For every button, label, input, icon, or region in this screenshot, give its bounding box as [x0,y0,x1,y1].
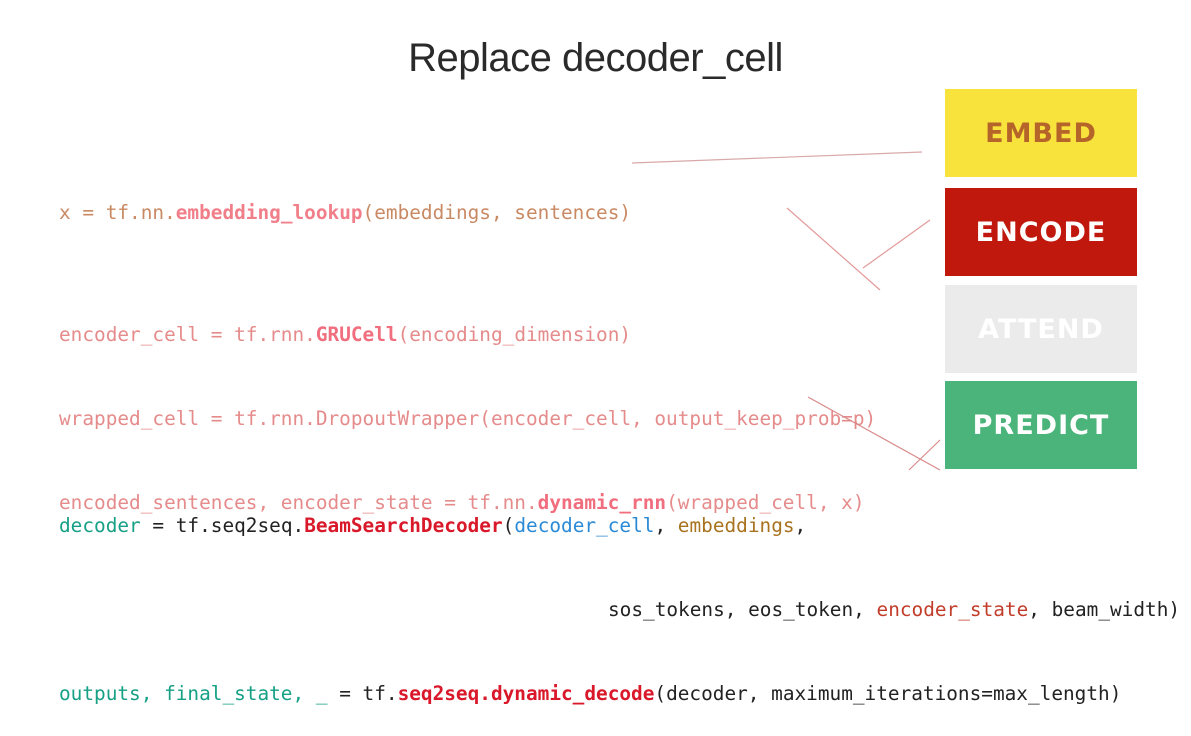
code-function: GRUCell [315,323,398,346]
code-text: encoder_cell = tf.rnn. [59,323,316,346]
encode-connector-lower [786,207,881,291]
code-variable: decoder [59,514,141,537]
code-argument: embeddings [677,514,795,537]
predict-connector-lower [908,439,941,471]
code-line-embed: x = tf.nn.embedding_lookup(embeddings, s… [59,199,631,227]
encode-block: ENCODE [945,188,1137,276]
code-variable: outputs, final_state, _ [59,682,328,705]
code-line-decode-1: decoder = tf.seq2seq.BeamSearchDecoder(d… [59,512,1180,540]
code-text: (embeddings, sentences) [362,201,632,224]
code-text: ( [502,514,515,537]
slide-title: Replace decoder_cell [408,36,783,80]
code-text: = tf. [327,682,398,705]
code-line-encode-2: wrapped_cell = tf.rnn.DropoutWrapper(enc… [59,405,876,433]
code-line-encode-3: encoded_sentences, encoder_state = tf.nn… [59,489,876,517]
code-text: encoded_sentences, encoder_state = tf.nn… [59,491,538,514]
code-line-encode-1: encoder_cell = tf.rnn.GRUCell(encoding_d… [59,321,876,349]
code-function: embedding_lookup [175,201,363,224]
predict-block: PREDICT [945,381,1137,469]
code-text: x = tf.nn. [59,201,176,224]
embed-connector [631,151,923,164]
code-function: seq2seq.dynamic_decode [397,682,655,705]
code-text: = tf.seq2seq. [140,514,305,537]
code-line-decode-2: sos_tokens, eos_token, encoder_state, be… [59,596,1180,624]
code-function: dynamic_rnn [537,491,667,514]
code-line-decode-3: outputs, final_state, _ = tf.seq2seq.dyn… [59,680,1180,708]
encode-connector-upper [862,219,931,269]
code-function: BeamSearchDecoder [304,514,503,537]
predict-connector-upper [807,396,941,471]
code-text: , [794,514,807,537]
embed-block: EMBED [945,89,1137,177]
encode-code-block: encoder_cell = tf.rnn.GRUCell(encoding_d… [59,265,876,545]
attend-block: ATTEND [945,285,1137,373]
code-text: , beam_width) [1028,598,1181,621]
code-text: (decoder, maximum_iterations=max_length) [654,682,1122,705]
code-text: , [654,514,678,537]
code-text: (encoding_dimension) [397,323,632,346]
embed-code-block: x = tf.nn.embedding_lookup(embeddings, s… [59,143,631,255]
code-argument: decoder_cell [514,514,655,537]
code-text: wrapped_cell = tf.rnn.DropoutWrapper(enc… [59,407,877,430]
code-text: sos_tokens, eos_token, [608,598,877,621]
code-text: (wrapped_cell, x) [666,491,865,514]
connector-lines [631,151,941,471]
code-argument: encoder_state [876,598,1029,621]
